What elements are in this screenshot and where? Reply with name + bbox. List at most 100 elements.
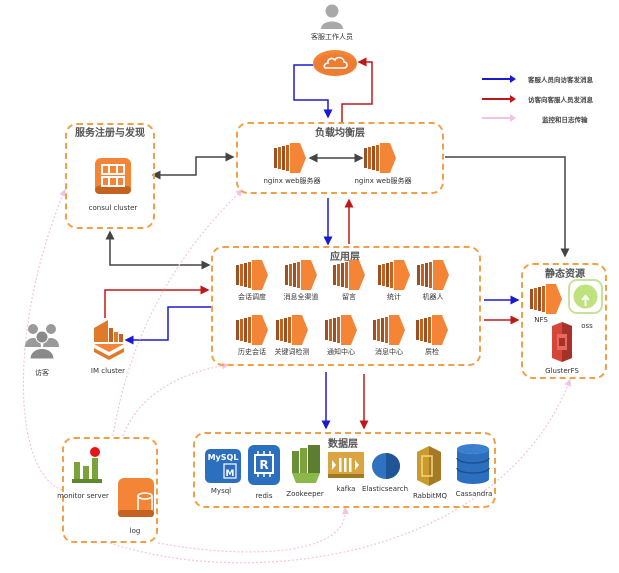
log-database-icon[interactable] (118, 478, 156, 518)
data-title: 数据层 (328, 439, 358, 450)
redis-badge: R (259, 458, 268, 472)
load-balancer-group (236, 122, 444, 194)
oss-label: oss (581, 322, 593, 330)
data-group (193, 432, 496, 508)
app-module-row2-2[interactable] (324, 315, 358, 345)
redis-label: redis (255, 492, 273, 500)
app-module-row1-0[interactable] (235, 260, 269, 290)
cloud-icon[interactable] (312, 49, 358, 77)
elasticsearch-label: Elasticsearch (361, 485, 409, 493)
app-module-label: 机器人 (422, 293, 444, 301)
server-icon (236, 260, 268, 290)
legend-item-visitor-to-agent: 访客向客服人员发消息 (528, 96, 593, 104)
oss-icon[interactable] (568, 279, 603, 314)
app-module-row1-1[interactable] (284, 260, 318, 290)
app-module-row2-4[interactable] (415, 315, 449, 345)
consul-label: consul cluster (88, 204, 138, 212)
arrow-consul-app (105, 230, 211, 270)
app-module-label: 历史会话 (238, 348, 266, 356)
monitor-chart-icon[interactable] (70, 446, 104, 484)
nfs-label: NFS (534, 316, 548, 324)
app-module-label: 关键词检测 (274, 348, 310, 356)
im-cluster-label: IM cluster (90, 367, 126, 375)
server-icon (325, 315, 357, 345)
monitor-line-consul (22, 188, 66, 491)
elasticsearch-icon[interactable] (371, 452, 401, 480)
user-icon (321, 4, 343, 29)
app-module-label: 通知中心 (327, 348, 355, 356)
legend-item-agent-to-visitor: 客服人员向访客发消息 (528, 76, 593, 84)
arrow-im-to-app (104, 285, 210, 318)
arrow-cloud-to-lb (293, 64, 333, 119)
app-module-row1-2[interactable] (332, 260, 366, 290)
legend-item-monitoring: 监控和日志传输 (542, 116, 588, 124)
im-cluster-icon[interactable] (92, 318, 126, 360)
visitor-label: 访客 (35, 369, 49, 377)
service-discovery-title: 服务注册与发现 (75, 128, 145, 139)
rabbitmq-icon[interactable] (414, 446, 444, 486)
monitor-line-app (122, 362, 230, 437)
agent-label: 客服工作人员 (311, 33, 353, 41)
zookeeper-label: Zookeeper (286, 490, 324, 498)
mysql-badge: MySQL (208, 453, 239, 462)
static-resources-title: 静态资源 (545, 269, 585, 280)
app-module-row1-3[interactable] (377, 260, 411, 290)
glusterfs-label: GlusterFS (545, 367, 579, 375)
app-module-row2-1[interactable] (275, 315, 309, 345)
arrow-consul-lb (151, 152, 235, 180)
static-resources-group (521, 263, 607, 379)
service-discovery-group (65, 123, 155, 229)
server-icon (276, 315, 308, 345)
app-module-row2-3[interactable] (372, 315, 406, 345)
load-balancer-title: 负载均衡层 (315, 128, 365, 139)
monitor-server-label: monitor server (57, 492, 109, 500)
server-icon (274, 143, 306, 173)
server-icon (364, 143, 396, 173)
application-group (211, 246, 481, 366)
nginx-label-1: nginx web服务器 (263, 177, 321, 185)
app-module-label: 消息全渠道 (283, 293, 319, 301)
server-icon (373, 315, 405, 345)
arrow-lb-to-cloud (341, 57, 373, 122)
server-icon (333, 260, 365, 290)
server-icon (416, 315, 448, 345)
app-module-label: 留言 (342, 293, 356, 301)
nginx-label-2: nginx web服务器 (354, 177, 412, 185)
redis-icon[interactable]: R (248, 445, 280, 485)
arrow-app-to-im (124, 306, 211, 345)
nginx-server-1[interactable] (273, 143, 307, 173)
glusterfs-icon[interactable] (548, 322, 576, 362)
kafka-icon[interactable] (328, 452, 364, 478)
application-title: 应用层 (330, 252, 360, 263)
monitor-line-lb (112, 189, 243, 437)
app-module-label: 消息中心 (375, 348, 403, 356)
svg-text:M: M (226, 469, 235, 479)
cassandra-label: Cassandra (455, 490, 493, 498)
app-module-row2-0[interactable] (235, 315, 269, 345)
nfs-server[interactable] (529, 284, 563, 314)
monitoring-group (62, 437, 158, 543)
nginx-server-2[interactable] (363, 143, 397, 173)
rabbitmq-label: RabbitMQ (412, 492, 448, 500)
app-module-row1-4[interactable] (416, 260, 450, 290)
zookeeper-icon[interactable] (290, 445, 322, 483)
mysql-label: Mysql (210, 487, 232, 495)
cassandra-icon[interactable] (456, 443, 490, 485)
server-icon (285, 260, 317, 290)
consul-icon[interactable] (95, 158, 131, 194)
mysql-icon[interactable]: MySQL M (205, 449, 241, 483)
log-label: log (129, 527, 141, 535)
app-module-label: 统计 (387, 293, 401, 301)
server-icon (236, 315, 268, 345)
monitor-line-kafka (157, 506, 350, 553)
legend-swatches (482, 75, 516, 122)
app-module-label: 质检 (425, 348, 439, 356)
users-group-icon (25, 324, 59, 360)
server-icon (378, 260, 410, 290)
server-icon (417, 260, 449, 290)
kafka-label: kafka (336, 485, 356, 493)
arrow-lb-to-static (445, 156, 570, 258)
server-icon (530, 284, 562, 314)
app-module-label: 会话调度 (238, 293, 266, 301)
